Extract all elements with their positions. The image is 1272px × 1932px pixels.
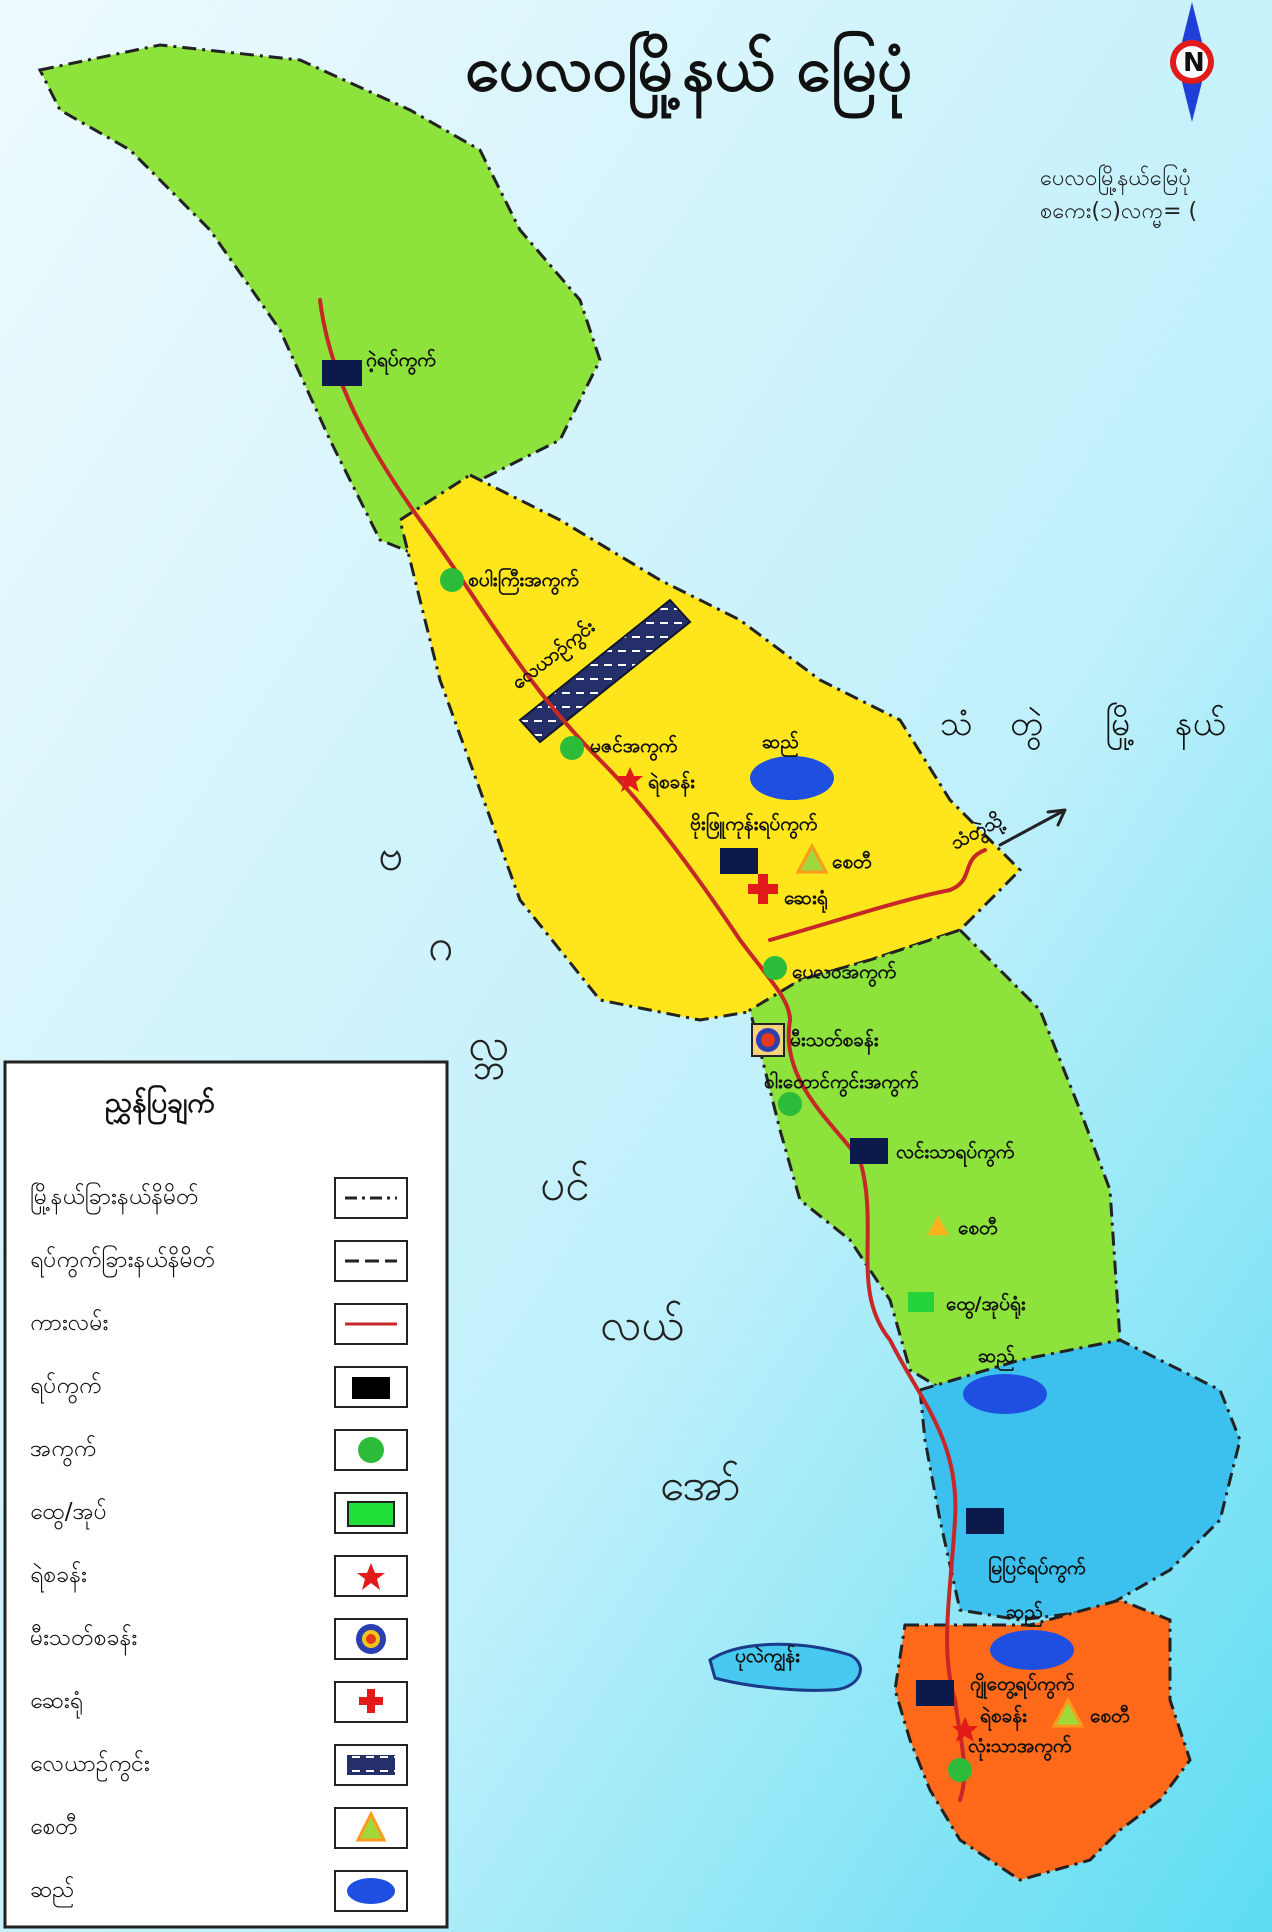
legend-label: ကားလမ်း [30,1310,108,1336]
place-label: စေတီ [832,849,872,873]
ward-symbol [966,1508,1004,1534]
neighbor-township-part: မြို့ [1105,704,1135,750]
legend-swatch-ward [334,1366,408,1408]
legend-label: ဆည် [30,1877,74,1907]
dam-symbol [990,1630,1074,1670]
village-tract-symbol [440,568,464,592]
dam-symbol [750,756,834,800]
legend-swatch-pagoda [334,1807,408,1849]
region-south-orange [893,1598,1192,1882]
legend-label: မြို့နယ်ခြားနယ်နိမိတ် [30,1183,199,1214]
legend-swatch-dam [334,1870,408,1912]
scale-line-1: ပေလဝမြို့နယ်မြေပုံ [1040,164,1191,195]
legend-label: လေယာဉ်ကွင်း [30,1751,150,1782]
legend-swatch-gad-office [334,1492,408,1534]
sea-char: ဗ [378,830,403,881]
pagoda-symbol [1051,1696,1085,1728]
region-middle-green [748,928,1122,1402]
police-station-symbol [952,1717,978,1742]
legend-swatch-road [334,1303,408,1345]
scale-line-2: စကေး(၁)လက္မ= ( [1040,199,1197,228]
ward-symbol [916,1680,954,1706]
place-label: စေတီ [958,1215,998,1239]
legend-label: စေတီ [30,1814,78,1840]
road-network [318,298,1067,1802]
legend-swatch-hospital [334,1681,408,1723]
legend-swatch-township-boundary [334,1177,408,1219]
legend-label: အကွက် [30,1436,96,1467]
legend-swatch-village-tract [334,1429,408,1471]
police-station-symbol [617,767,643,792]
ward-symbol [322,360,362,386]
legend-swatch-fire-station [334,1618,408,1660]
village-tract-symbol [778,1092,802,1116]
map-title: ပေလဝမြို့နယ် မြေပုံ [465,30,912,118]
legend-label: ရပ်ကွက်ခြားနယ်နိမိတ် [30,1246,215,1278]
road-direction-arrow [998,808,1067,847]
sea-char: ပင် [540,1160,590,1211]
fire-station-symbol [751,1023,785,1057]
pagoda-symbol [795,842,829,874]
main-road [318,298,967,1802]
sea-char: လယ် [600,1300,684,1351]
neighbor-township-part: သံ [940,704,973,744]
dam-symbol [963,1374,1047,1414]
legend-label: ထွေ/အုပ် [30,1499,107,1530]
ward-symbol [720,848,758,874]
neighbor-township-part: နယ် [1175,704,1226,750]
sea-char: အော် [660,1460,741,1511]
legend-swatch-ward-boundary [334,1240,408,1282]
legend-label: ဆေးရုံ [30,1688,83,1718]
legend-swatch-airport [334,1744,408,1786]
legend-swatch-police-station [334,1555,408,1597]
village-tract-symbol [948,1758,972,1782]
north-letter: N [1183,48,1205,78]
hospital-symbol [748,874,778,904]
gad-office-symbol [908,1292,934,1312]
branch-road-to-neighbor [768,848,987,942]
sea-char: ဂ [428,920,453,971]
ward-symbol [850,1138,888,1164]
legend-label: ရဲစခန်း [30,1562,87,1592]
legend-label: ရပ်ကွက် [30,1373,101,1404]
place-label: စေတီ [1090,1703,1130,1727]
neighbor-township-part: တွဲ [1010,704,1043,750]
village-tract-symbol [560,736,584,760]
island-shape [708,1642,862,1692]
legend: ညွှန်ပြချက် မြို့နယ်ခြားနယ်နိမိတ် ရပ်ကွက… [3,1060,449,1929]
north-arrow-icon: N [1170,2,1214,122]
airport-runway [518,598,692,744]
map-symbols [322,360,1085,1782]
pagoda-symbol [924,1211,952,1237]
sea-char: လ္ဘ [468,1020,509,1080]
legend-label: မီးသတ်စခန်း [30,1625,137,1655]
village-tract-symbol [763,956,787,980]
